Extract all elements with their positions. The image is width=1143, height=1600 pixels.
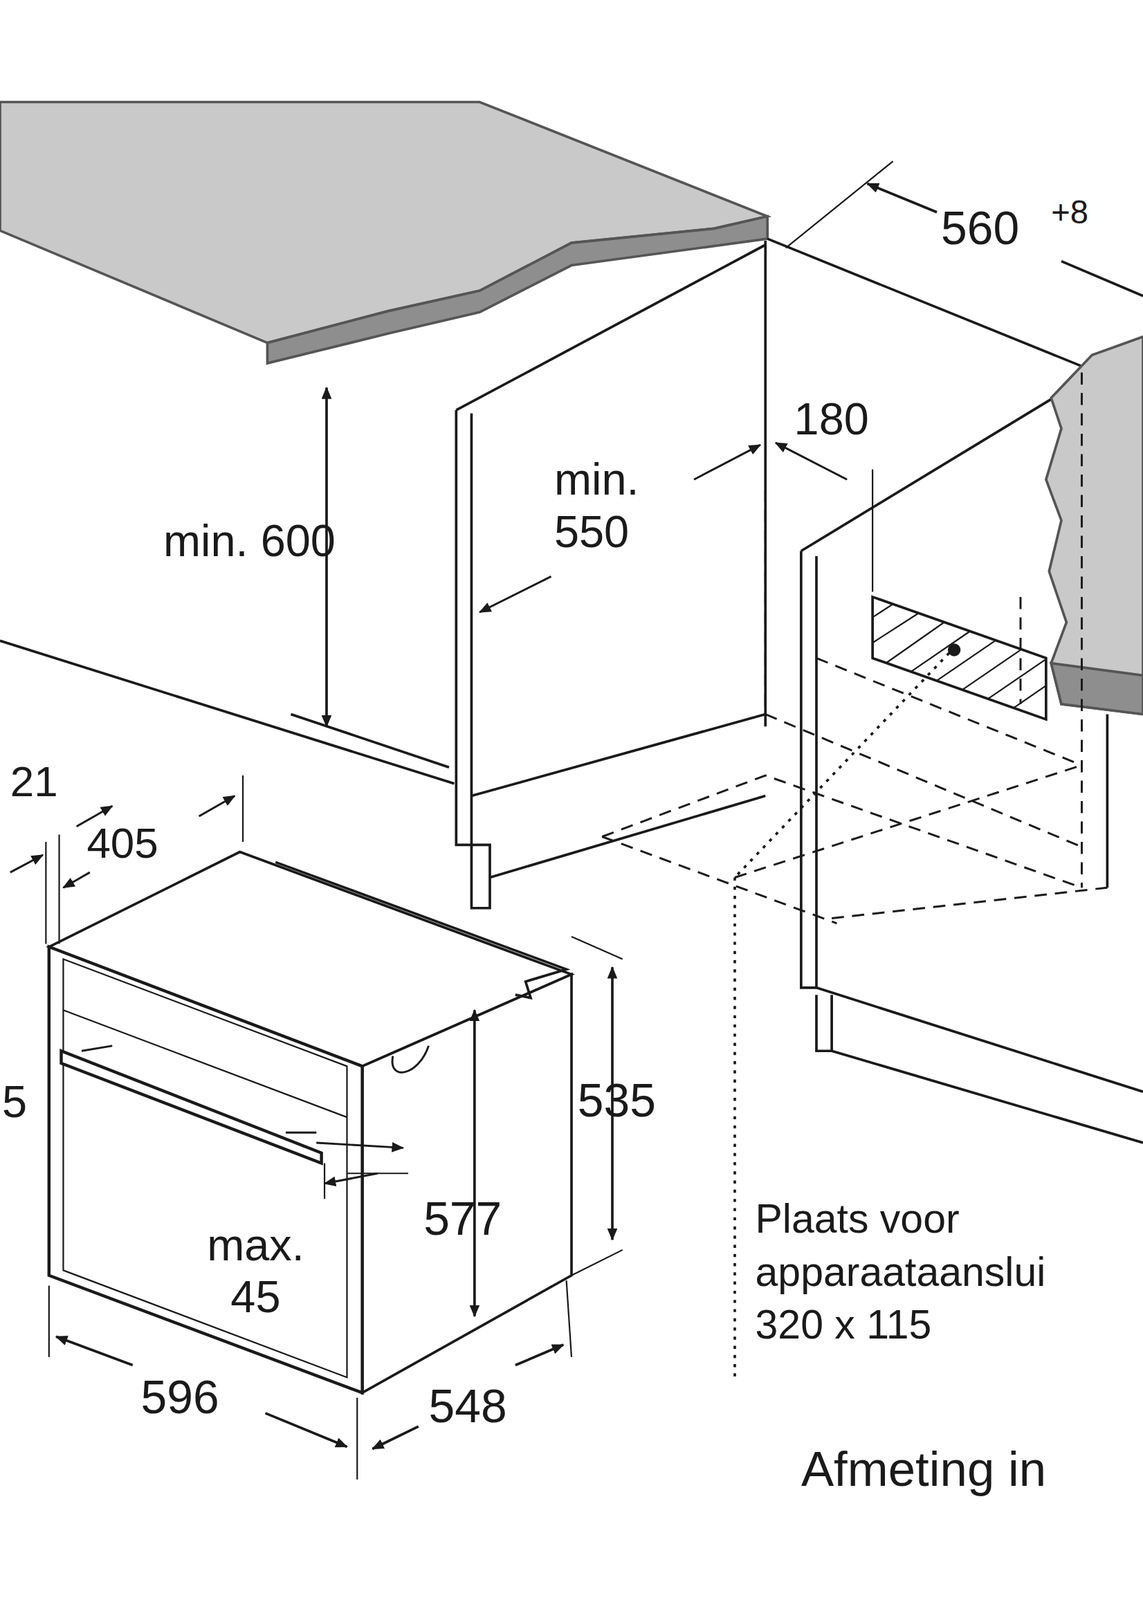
dimension-label: min. 600 bbox=[163, 515, 336, 568]
dimension-label: Plaats voor apparaataanslui 320 x 115 bbox=[755, 1192, 1108, 1352]
dimension-label: 535 bbox=[577, 1073, 656, 1128]
dimension-label: Afmeting in bbox=[801, 1441, 1047, 1498]
dimension-label: 560 bbox=[940, 201, 1020, 256]
dimension-label: 405 bbox=[86, 819, 158, 869]
dimension-label: 596 bbox=[141, 1370, 220, 1425]
dimension-label: 577 bbox=[423, 1192, 502, 1247]
dimension-label: 180 bbox=[794, 393, 870, 446]
dimension-label: 548 bbox=[428, 1379, 508, 1434]
dimension-label: 21 bbox=[10, 756, 59, 807]
dimension-label: min. 550 bbox=[554, 453, 688, 557]
dimension-label: 5 bbox=[2, 1076, 27, 1129]
dimension-label: +8 bbox=[1050, 193, 1089, 232]
dimension-label: max. 45 bbox=[181, 1219, 331, 1323]
